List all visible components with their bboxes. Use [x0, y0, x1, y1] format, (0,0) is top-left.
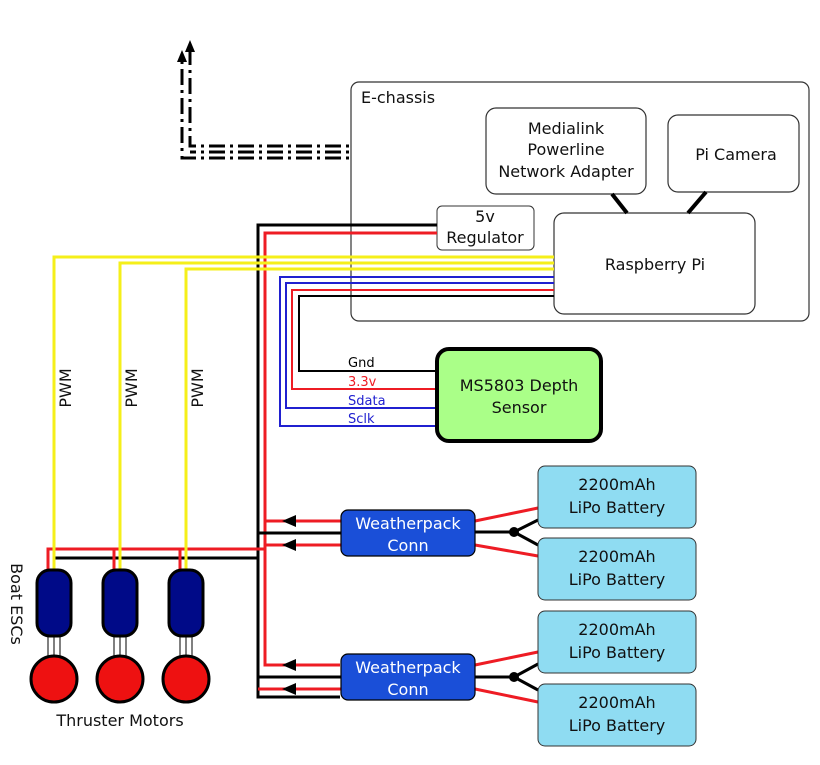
- uplink-arrow-head-2: [177, 50, 187, 62]
- connector-1-line-1: Weatherpack: [355, 514, 461, 533]
- regulator-line-1: 5v: [475, 207, 495, 226]
- depth-sensor-line-1: MS5803 Depth: [460, 376, 579, 395]
- esc-motor-links: [47, 634, 193, 656]
- depth-sensor-line-2: Sensor: [492, 398, 547, 417]
- esc-3: [167, 568, 205, 638]
- esc-group-label: Boat ESCs: [7, 563, 26, 645]
- battery-4-line-2: LiPo Battery: [569, 716, 666, 735]
- battery-2-line-2: LiPo Battery: [569, 570, 666, 589]
- uplink-arrow-head: [185, 40, 195, 52]
- medialink-line-2: Powerline: [527, 140, 604, 159]
- thruster-motor-2: [95, 654, 145, 704]
- battery-4-line-1: 2200mAh: [578, 693, 655, 712]
- esc-1: [35, 568, 73, 638]
- esc-2: [101, 568, 139, 638]
- arrow-conn1-b: [282, 539, 296, 551]
- raspberry-pi-label: Raspberry Pi: [605, 255, 705, 274]
- connector-1-line-2: Conn: [387, 536, 428, 555]
- medialink-adapter: [485, 107, 647, 195]
- battery-3-line-2: LiPo Battery: [569, 643, 666, 662]
- battery-junction-2: [509, 672, 519, 682]
- connector-2-line-2: Conn: [387, 680, 428, 699]
- e-chassis-label: E-chassis: [361, 88, 435, 107]
- battery-junction-1: [509, 527, 519, 537]
- pwm-label-2: PWM: [122, 368, 141, 407]
- regulator-line-2: Regulator: [446, 228, 524, 247]
- voltage-regulator: [436, 205, 535, 251]
- thruster-motor-1: [29, 654, 79, 704]
- battery-3-line-1: 2200mAh: [578, 620, 655, 639]
- sensor-lines: [279, 276, 554, 427]
- wire-label-3v3: 3.3v: [348, 375, 377, 390]
- arrow-conn1-a: [282, 515, 296, 527]
- arrow-conn2-a: [282, 659, 296, 671]
- arrow-conn2-b: [282, 683, 296, 695]
- lipo-battery-3: [537, 610, 697, 674]
- battery-2-line-1: 2200mAh: [578, 547, 655, 566]
- pwm-lines: [52, 255, 554, 571]
- depth-sensor: [435, 347, 603, 443]
- weatherpack-connector-2: [340, 653, 476, 701]
- wire-label-sdata: Sdata: [348, 394, 386, 409]
- battery-wiring-2: [474, 650, 539, 704]
- medialink-line-1: Medialink: [528, 119, 605, 138]
- thruster-motor-3: [161, 654, 211, 704]
- pwm-label-1: PWM: [56, 368, 75, 407]
- pi-camera: [667, 114, 800, 193]
- pwm-label-3: PWM: [188, 368, 207, 407]
- weatherpack-connector-1: [340, 509, 476, 557]
- lipo-battery-2: [537, 537, 697, 601]
- medialink-line-3: Network Adapter: [498, 162, 634, 181]
- battery-1-line-2: LiPo Battery: [569, 498, 666, 517]
- lipo-battery-4: [537, 683, 697, 747]
- pi-camera-link: [686, 190, 708, 215]
- wire-label-gnd: Gnd: [348, 356, 375, 371]
- connector-2-line-1: Weatherpack: [355, 658, 461, 677]
- wire-label-sclk: Sclk: [348, 412, 375, 427]
- battery-wiring-1: [474, 506, 539, 558]
- lipo-battery-1: [537, 465, 697, 529]
- pi-camera-label: Pi Camera: [695, 145, 777, 164]
- power-bus: [256, 223, 437, 699]
- esc-power-feed: [46, 547, 265, 571]
- pi-medialink-link: [610, 192, 629, 215]
- motors-group-label: Thruster Motors: [55, 711, 183, 730]
- battery-1-line-1: 2200mAh: [578, 475, 655, 494]
